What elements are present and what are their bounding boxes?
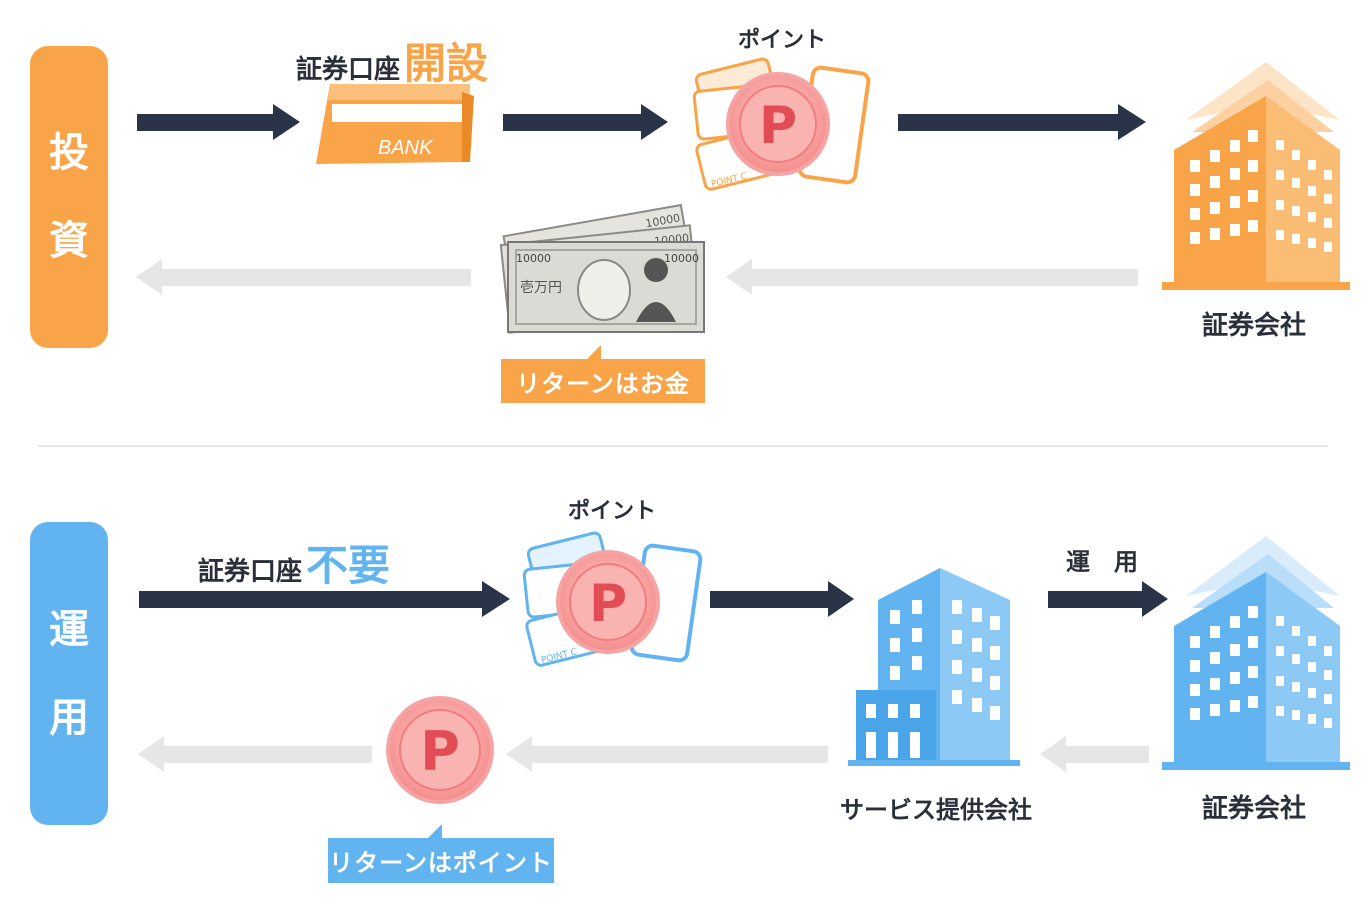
bill-value-back-1: 10000 xyxy=(644,211,681,230)
tab-operate-char-2: 用 xyxy=(49,694,89,741)
invest-return-arrow-1 xyxy=(136,259,471,295)
orange-building-icon xyxy=(1162,62,1350,290)
tab-operate-char-1: 運 xyxy=(49,606,89,653)
operate-points-icon: POINT C P xyxy=(522,531,703,667)
invest-coin-letter: P xyxy=(759,96,797,156)
provider-label: サービス提供会社 xyxy=(840,796,1032,824)
operate-label: 運 用 xyxy=(1066,548,1138,576)
operate-arrow-1 xyxy=(139,581,510,617)
operate-account-text: 証券口座 xyxy=(198,557,303,587)
return-coin-letter: P xyxy=(420,720,460,783)
operate-return-arrow-1 xyxy=(138,736,372,772)
bill-text: 壱万円 xyxy=(520,279,562,296)
tab-invest-char-1: 投 xyxy=(49,130,89,176)
bank-text: BANK xyxy=(378,137,434,159)
return-point-coin-icon: P xyxy=(386,696,494,804)
banknotes-icon: 10000 10000 10000 10000 壱万円 xyxy=(499,203,705,334)
operate-arrow-2 xyxy=(710,581,854,617)
invest-arrow-3 xyxy=(898,104,1146,140)
invest-company-label: 証券会社 xyxy=(1202,311,1307,341)
invest-account-highlight: 開設 xyxy=(404,39,489,88)
operate-account-label: 証券口座不要 xyxy=(198,532,390,593)
operate-point-label: ポイント xyxy=(568,499,657,524)
operate-return-tag: リターンはポイント xyxy=(328,824,554,883)
bank-book-icon: BANK xyxy=(316,84,474,164)
invest-account-label: 証券口座開設 xyxy=(296,30,488,91)
operate-return-arrow-3 xyxy=(1040,736,1149,772)
operate-return-arrow-2 xyxy=(506,736,828,772)
bill-value-front-right: 10000 xyxy=(664,252,699,265)
invest-return-arrow-2 xyxy=(726,259,1138,295)
tab-invest: 投 資 xyxy=(30,46,108,348)
invest-account-text: 証券口座 xyxy=(296,55,401,85)
tab-operate: 運 用 xyxy=(30,522,108,825)
blue-building-icon xyxy=(1162,536,1350,770)
invest-return-tag: リターンはお金 xyxy=(501,345,705,403)
operate-company-label: 証券会社 xyxy=(1202,794,1307,824)
operate-account-highlight: 不要 xyxy=(306,541,391,590)
tab-invest-char-2: 資 xyxy=(49,218,89,264)
provider-building-icon xyxy=(848,568,1020,766)
invest-arrow-1 xyxy=(137,104,300,140)
invest-arrow-2 xyxy=(503,104,668,140)
invest-points-icon: POINT C P xyxy=(692,57,871,191)
section-divider xyxy=(38,445,1328,447)
operate-coin-letter: P xyxy=(589,574,627,634)
invest-point-label: ポイント xyxy=(738,28,827,53)
bill-value-front-left: 10000 xyxy=(516,252,551,265)
operate-arrow-3 xyxy=(1048,581,1168,617)
